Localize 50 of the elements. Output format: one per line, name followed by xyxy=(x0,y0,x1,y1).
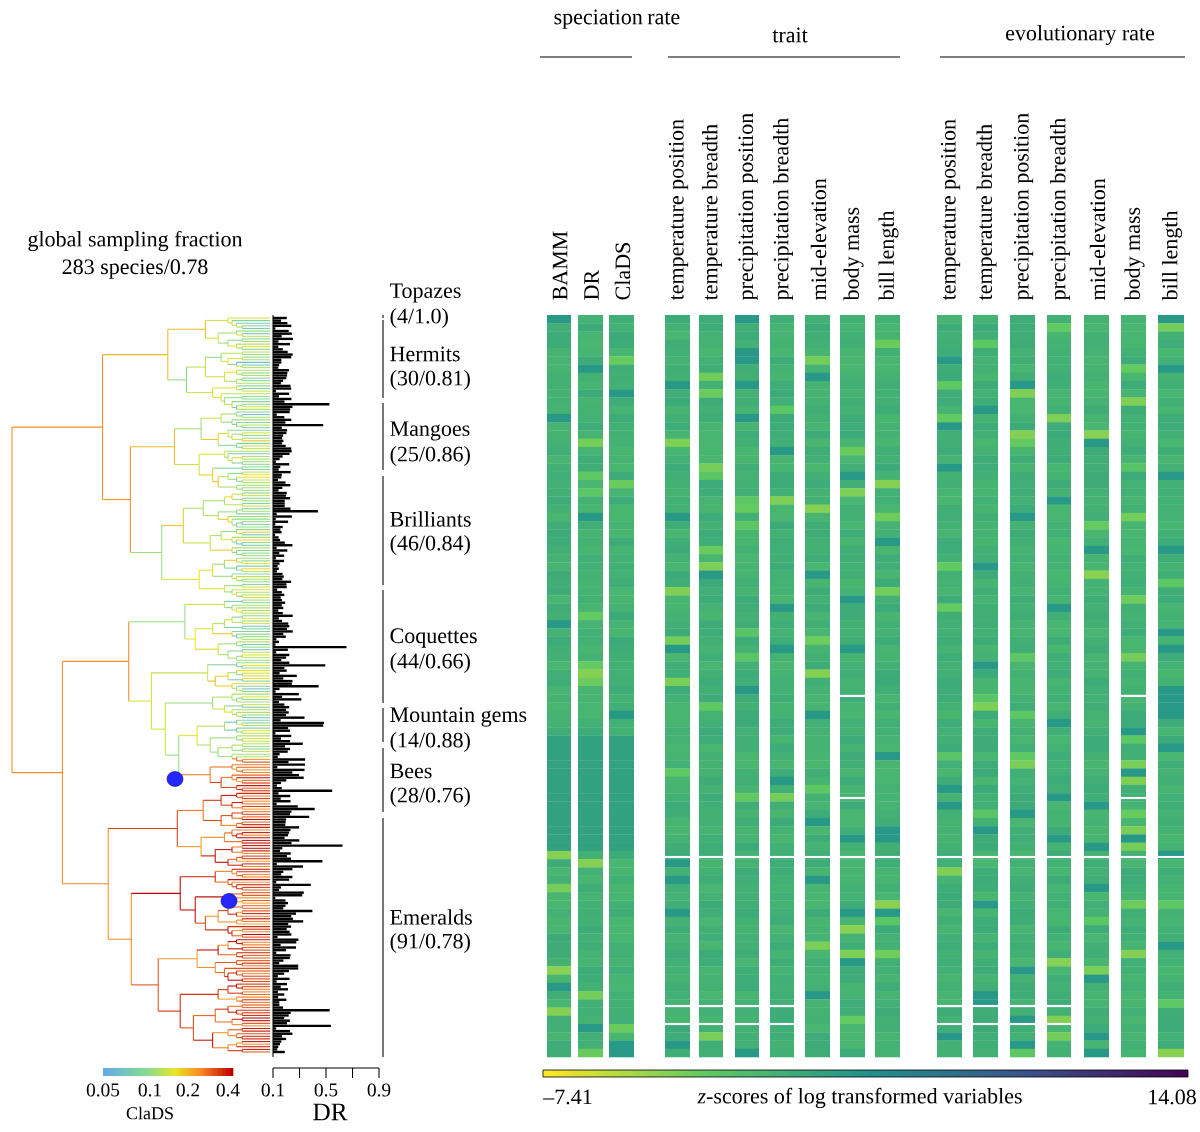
column-label: ClaDS xyxy=(614,243,631,300)
clade-label: Coquettes xyxy=(390,628,477,648)
column-label: mid-elevation xyxy=(1089,178,1106,300)
axis-title: DR xyxy=(313,1103,348,1121)
column-label: precipitation position xyxy=(738,113,758,301)
column-label: precipitation breadth xyxy=(1050,118,1070,301)
clade-label: (25/0.86) xyxy=(390,446,470,466)
clade-label: (91/0.78) xyxy=(390,933,470,953)
clade-label: Mountain gems xyxy=(390,707,527,727)
tick-label: 0.9 xyxy=(367,1083,391,1097)
clade-label: Hermits xyxy=(390,346,460,362)
column-label: bill length xyxy=(1162,210,1182,301)
column-label: temperature position xyxy=(668,119,689,301)
column-label: DR xyxy=(584,269,599,300)
column-label: precipitation breadth xyxy=(773,118,793,301)
column-label: temperature position xyxy=(940,119,961,301)
axis-title: ClaDS xyxy=(126,1106,173,1120)
clade-label: Emeralds xyxy=(390,909,472,925)
group-heading: trait xyxy=(772,27,808,43)
scale-label: –7.41 xyxy=(543,1089,592,1105)
column-label: body mass xyxy=(843,207,864,301)
clade-label: (46/0.84) xyxy=(390,535,470,555)
clade-label: Bees xyxy=(390,763,432,779)
tick-label: 0.2 xyxy=(176,1083,199,1097)
column-label: BAMM xyxy=(552,231,568,300)
column-label: mid-elevation xyxy=(810,178,827,300)
group-heading: evolutionary rate xyxy=(1006,25,1155,45)
column-label: temperature breadth xyxy=(976,124,997,301)
axis-title: z-scores of log transformed variables xyxy=(697,1087,1022,1109)
column-label: temperature breadth xyxy=(702,124,722,301)
tick-label: 0.05 xyxy=(86,1083,120,1097)
sampling-note: global sampling fraction xyxy=(28,230,243,252)
clade-label: (14/0.88) xyxy=(390,732,470,752)
column-label: precipitation position xyxy=(1013,113,1034,301)
column-label: body mass xyxy=(1124,207,1145,301)
clade-label: (44/0.66) xyxy=(390,653,470,673)
clade-label: (28/0.76) xyxy=(390,787,470,807)
scale-label: 14.08 xyxy=(1149,1089,1196,1105)
tick-label: 0.4 xyxy=(216,1083,240,1097)
clade-label: Mangoes xyxy=(390,421,470,441)
clade-label: Topazes xyxy=(390,283,461,303)
clade-label: (4/1.0) xyxy=(390,308,448,328)
tick-label: 0.5 xyxy=(314,1083,338,1097)
clade-label: (30/0.81) xyxy=(390,370,470,390)
tick-label: 0.1 xyxy=(261,1083,284,1097)
sampling-note: 283 species/0.78 xyxy=(62,259,208,279)
clade-label: Brilliants xyxy=(390,511,471,527)
tick-label: 0.1 xyxy=(138,1083,161,1097)
column-label: bill length xyxy=(878,210,899,301)
group-heading: speciation rate xyxy=(554,9,680,29)
